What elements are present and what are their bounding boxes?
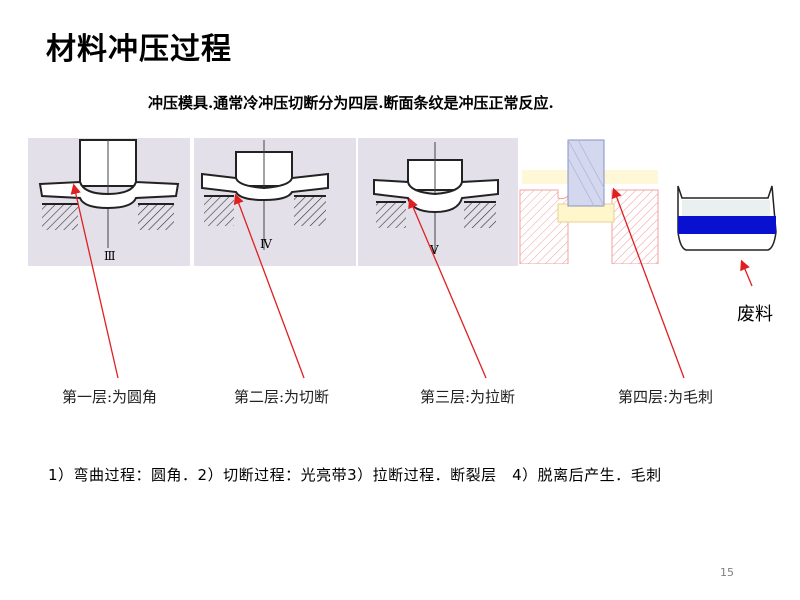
arrow-layer-1 (70, 183, 119, 379)
scrap-diagram (677, 185, 777, 251)
stage-roman-4: Ⅳ (260, 237, 273, 251)
arrow-layer-3 (408, 197, 487, 379)
label-layer-2: 第二层:为切断 (234, 388, 330, 406)
label-layer-1: 第一层:为圆角 (62, 388, 158, 406)
label-layer-4: 第四层:为毛刺 (618, 388, 714, 406)
label-layer-3: 第三层:为拉断 (420, 388, 516, 406)
page-title: 材料冲压过程 (46, 32, 232, 67)
stage-roman-5: Ⅴ (429, 243, 439, 257)
stage-diagram-5: Ⅴ (358, 138, 518, 266)
page-number: 15 (720, 566, 734, 579)
stage-diagram-4: Ⅳ (194, 138, 356, 266)
subtitle: 冲压模具.通常冷冲压切断分为四层.断面条纹是冲压正常反应. (148, 94, 554, 112)
arrow-layer-2 (233, 193, 305, 379)
process-summary: 1）弯曲过程：圆角．2）切断过程：光亮带3）拉断过程．断裂层 4）脱离后产生．毛… (48, 466, 662, 484)
scrap-blue-band (678, 216, 776, 234)
arrow-scrap (740, 259, 753, 287)
shear-diagram (518, 138, 662, 264)
scrap-label: 废料 (737, 304, 773, 325)
stage-roman-3: Ⅲ (104, 249, 116, 263)
arrow-layer-4 (611, 187, 685, 379)
